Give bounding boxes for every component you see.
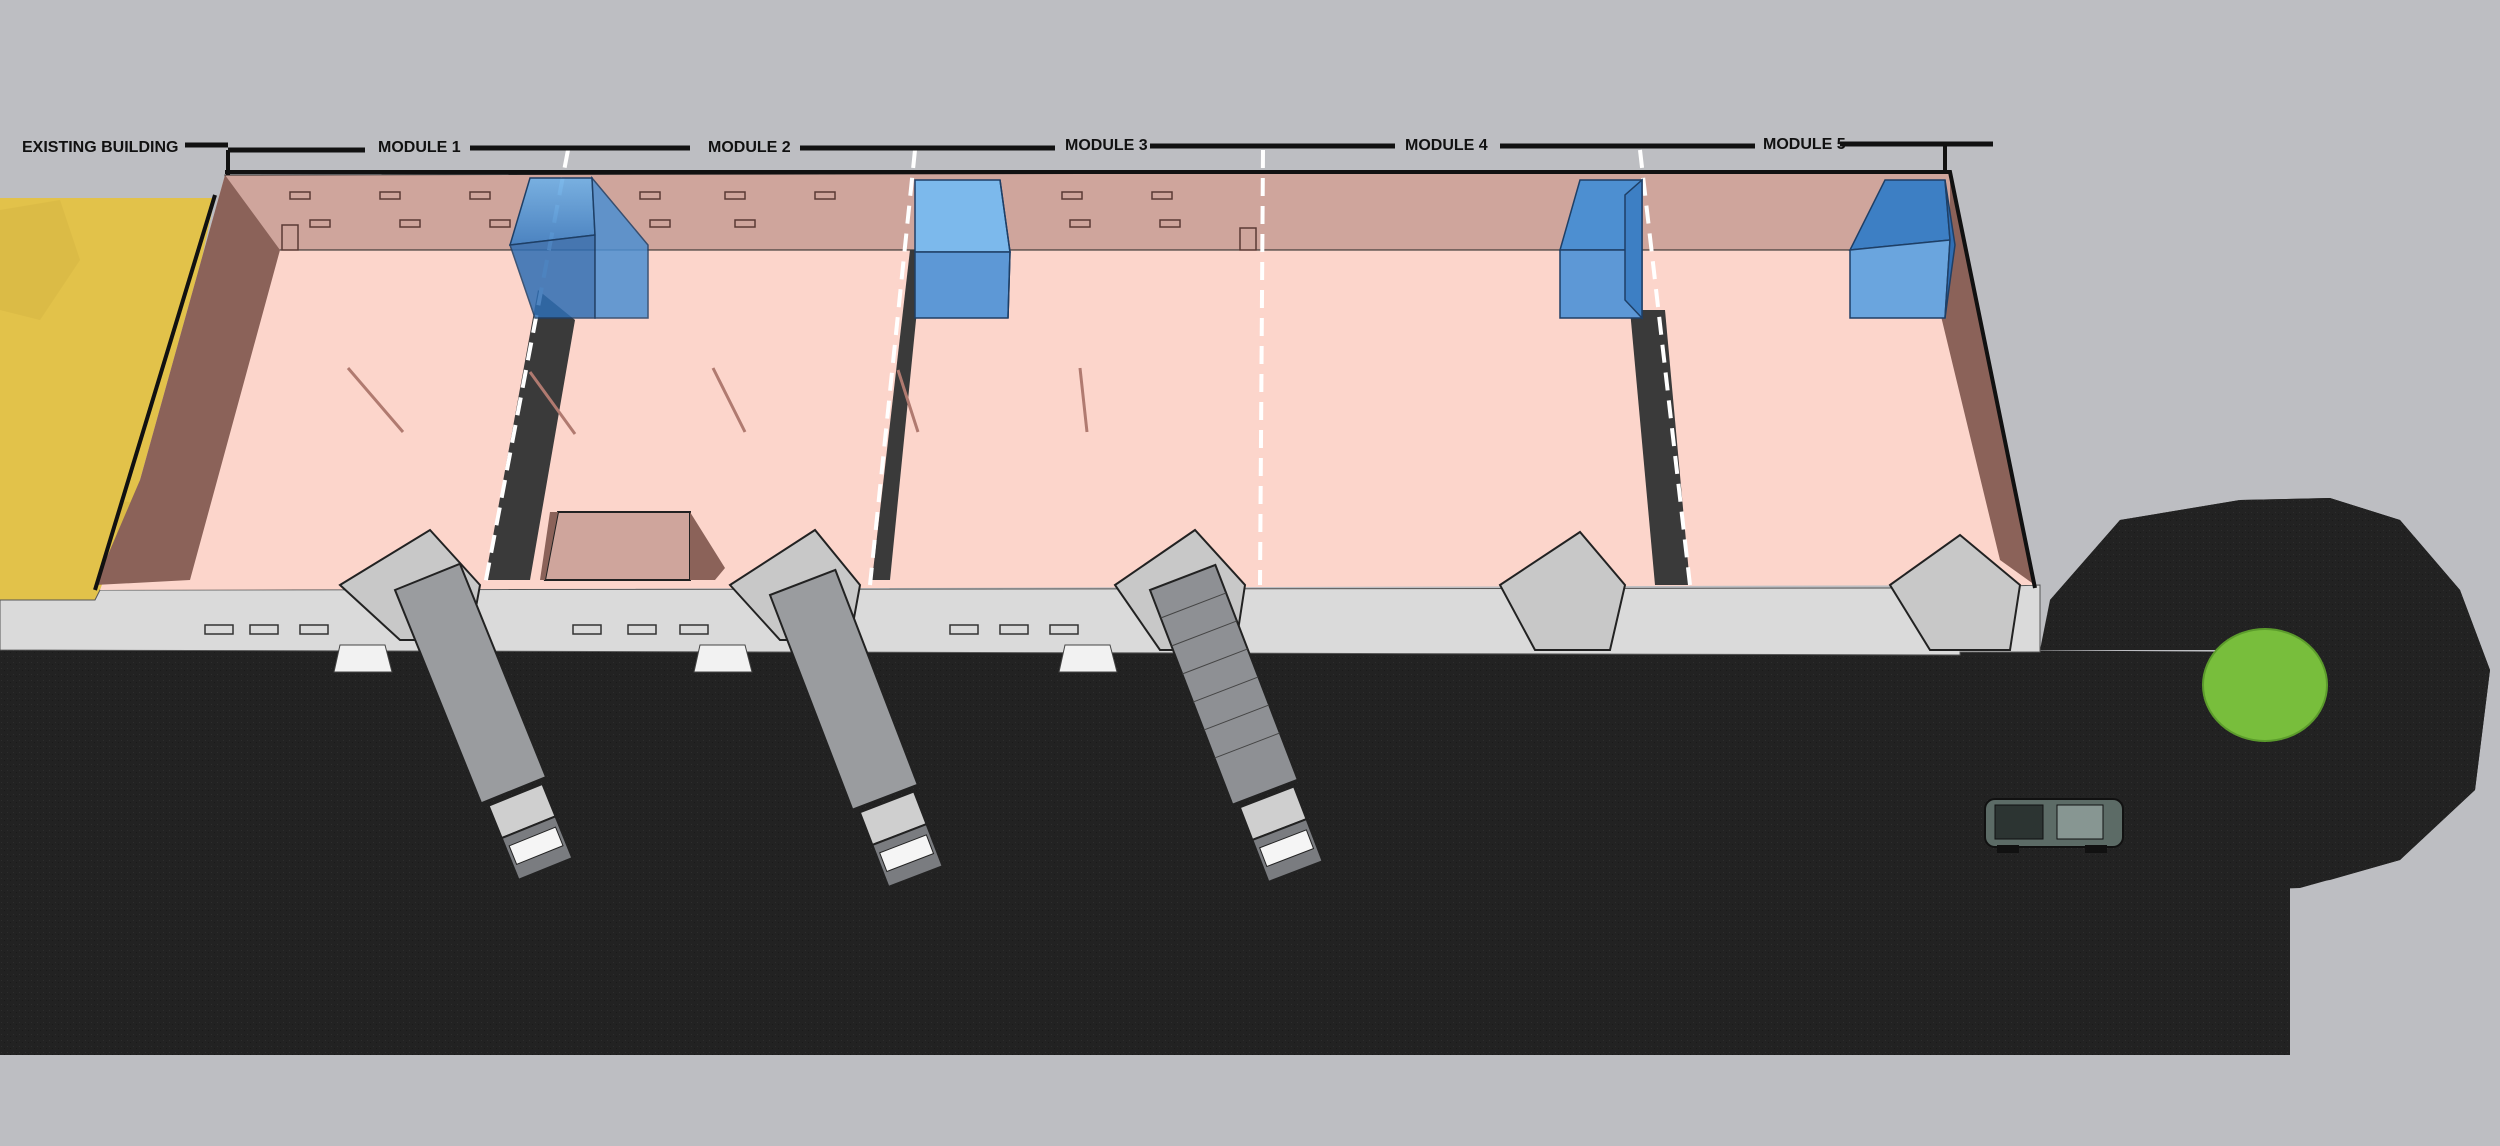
module-2-label: MODULE 2 [708, 139, 791, 156]
office-room [540, 511, 725, 581]
truck-icon [393, 562, 1324, 889]
corridors [485, 250, 1690, 585]
warehouse-building [0, 170, 2041, 656]
module-3-label: MODULE 3 [1065, 137, 1148, 154]
green-island-icon [2202, 628, 2328, 742]
car-icon [1984, 798, 2124, 853]
existing-building-label: EXISTING BUILDING [22, 139, 178, 156]
glass-cube-icon [508, 175, 1956, 320]
facade-windows [204, 624, 1079, 635]
back-wall-windows [281, 191, 1257, 251]
module-5-label: MODULE 5 [1763, 136, 1846, 153]
interior-columns [346, 367, 1089, 435]
stairs-icon [333, 644, 1118, 673]
module-4-label: MODULE 4 [1405, 137, 1488, 154]
module-1-label: MODULE 1 [378, 139, 461, 156]
module-header: EXISTING BUILDING MODULE 1 MODULE 2 MODU… [22, 136, 1993, 175]
